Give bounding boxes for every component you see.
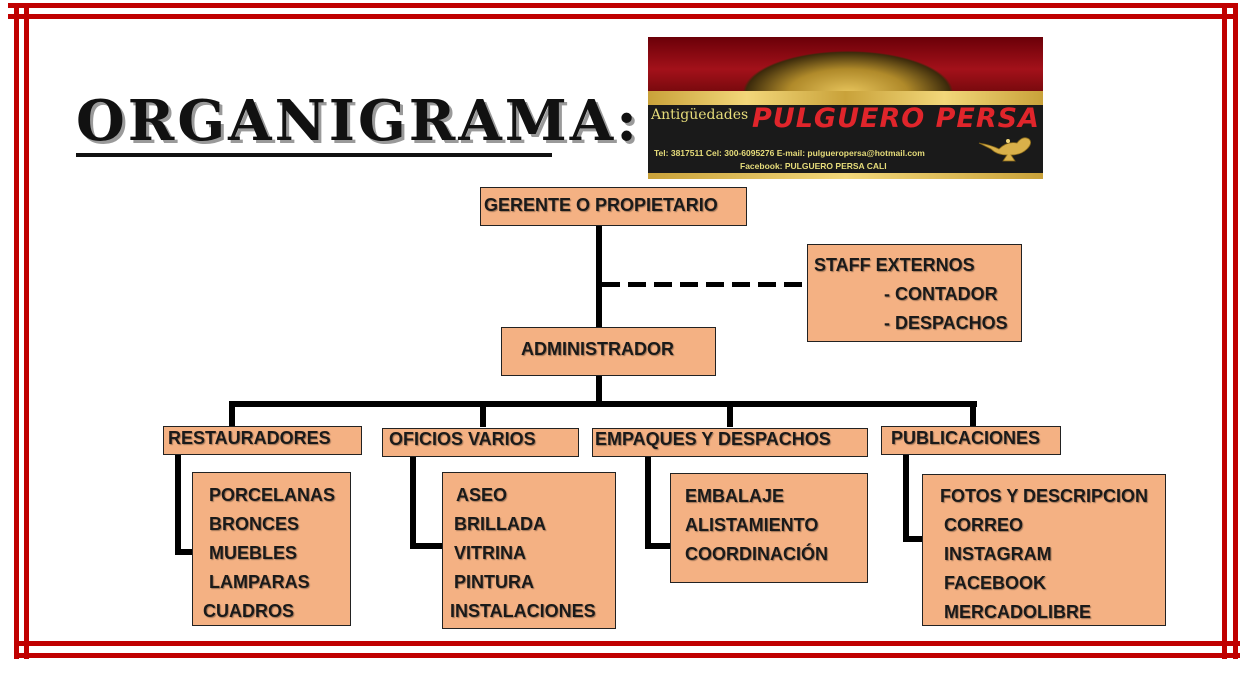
subitem: ALISTAMIENTO (685, 515, 819, 535)
connector-sub-4-v (903, 453, 909, 541)
connector-admin-down (596, 375, 602, 405)
frame-bottom-outer (14, 653, 1240, 658)
subitems-empaques-despachos: EMBALAJE ALISTAMIENTO COORDINACIÓN (670, 473, 868, 583)
connector-sub-2-h (410, 543, 443, 549)
frame-right-outer (1233, 3, 1238, 659)
staff-title: STAFF EXTERNOS (814, 255, 975, 275)
frame-left-inner (24, 3, 29, 659)
subitem: INSTAGRAM (944, 544, 1052, 564)
staff-item: - DESPACHOS (884, 313, 1008, 333)
subitem: MUEBLES (209, 543, 298, 563)
frame-right-inner (1222, 3, 1227, 659)
subitems-oficios-varios: ASEO BRILLADA VITRINA PINTURA INSTALACIO… (442, 472, 616, 629)
connector-sub-2-v (410, 455, 416, 549)
subitem: ASEO (456, 485, 508, 505)
title-underline (76, 153, 552, 157)
node-owner: GERENTE O PROPIETARIO (480, 187, 747, 226)
subitems-restauradores: PORCELANAS BRONCES MUEBLES LAMPARAS CUAD… (192, 472, 351, 626)
logo-contact-info: Tel: 3817511 Cel: 300-6095276 E-mail: pu… (654, 148, 925, 158)
node-admin-label: ADMINISTRADOR (521, 339, 674, 359)
subitems-publicaciones: FOTOS Y DESCRIPCION CORREO INSTAGRAM FAC… (922, 474, 1166, 626)
subitem: BRILLADA (454, 514, 546, 534)
company-logo-banner: Antigüedades PULGUERO PERSA Tel: 3817511… (648, 37, 1043, 179)
subitem: FACEBOOK (944, 573, 1047, 593)
frame-left-outer (14, 3, 19, 659)
connector-sub-1-h (175, 549, 193, 555)
subitem: VITRINA (454, 543, 526, 563)
department-label: RESTAURADORES (168, 428, 331, 448)
node-staff-externos: STAFF EXTERNOS - CONTADOR - DESPACHOS (807, 244, 1022, 342)
staff-item: - CONTADOR (884, 284, 998, 304)
subitem: PORCELANAS (209, 485, 336, 505)
connector-departments-bus (229, 401, 977, 407)
subitem: LAMPARAS (209, 572, 310, 592)
subitem: EMBALAJE (685, 486, 785, 506)
logo-facebook: Facebook: PULGUERO PERSA CALI (740, 161, 887, 171)
department-label: PUBLICACIONES (891, 428, 1041, 448)
node-admin: ADMINISTRADOR (501, 327, 716, 376)
ornament-icon (728, 45, 968, 93)
connector-dept-2 (480, 401, 486, 427)
connector-sub-3-v (645, 455, 651, 549)
subitem: COORDINACIÓN (685, 544, 828, 564)
frame-bottom-inner (14, 641, 1240, 646)
logo-prefix: Antigüedades (651, 107, 749, 123)
subitem: MERCADOLIBRE (944, 602, 1091, 622)
department-label: EMPAQUES Y DESPACHOS (595, 429, 831, 449)
page-title: ORGANIGRAMA: (76, 88, 640, 154)
connector-dept-3 (727, 401, 733, 427)
frame-top-inner (8, 14, 1238, 19)
subitem: CORREO (944, 515, 1024, 535)
subitem: FOTOS Y DESCRIPCION (940, 486, 1149, 506)
logo-company-name: PULGUERO PERSA (752, 103, 1040, 134)
subitem: INSTALACIONES (450, 601, 596, 621)
connector-sub-1-v (175, 455, 181, 554)
logo-gold-band (648, 91, 1043, 105)
subitem: BRONCES (209, 514, 300, 534)
frame-top-outer (8, 3, 1238, 8)
node-owner-label: GERENTE O PROPIETARIO (484, 195, 718, 215)
connector-sub-4-h (903, 536, 923, 542)
connector-sub-3-h (645, 543, 671, 549)
department-empaques-despachos: EMPAQUES Y DESPACHOS (592, 428, 868, 457)
subitem: CUADROS (203, 601, 295, 621)
department-label: OFICIOS VARIOS (389, 429, 536, 449)
connector-staff-dashed (602, 282, 807, 287)
oil-lamp-icon (978, 137, 1031, 162)
connector-dept-4 (970, 401, 976, 427)
connector-owner-admin (596, 225, 602, 328)
logo-gold-footer (648, 173, 1043, 179)
subitem: PINTURA (454, 572, 534, 592)
connector-dept-1 (229, 401, 235, 427)
department-oficios-varios: OFICIOS VARIOS (382, 428, 579, 457)
department-publicaciones: PUBLICACIONES (881, 426, 1061, 455)
department-restauradores: RESTAURADORES (163, 426, 362, 455)
